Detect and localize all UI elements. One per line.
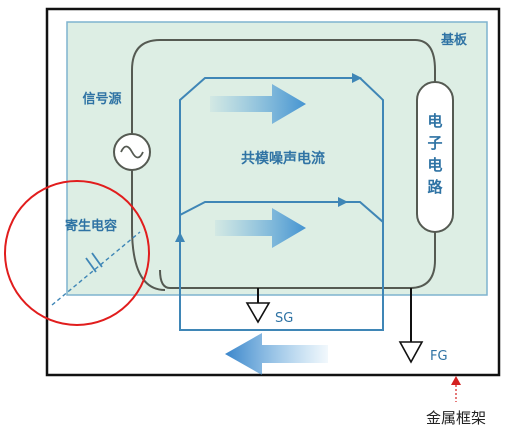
- current-arrowhead-left-up: [175, 232, 185, 242]
- parasitic-capacitance-label: 寄生电容: [65, 218, 117, 234]
- electronic-circuit-label: 电子电路: [427, 112, 443, 196]
- signal-source-label: 信号源: [82, 91, 121, 107]
- cm-current-path-inner: [179, 201, 384, 230]
- capacitor-plate-a: [85, 257, 97, 273]
- metal-frame-label: 金属框架: [426, 409, 486, 427]
- substrate-label: 基板: [440, 32, 468, 48]
- flow-arrow-bottom-return: [225, 333, 328, 375]
- electronic-circuit-block: [416, 81, 454, 233]
- current-arrowhead-middle: [338, 197, 348, 207]
- circuit-loop-left: [131, 39, 166, 291]
- metal-frame-pointer-arrowhead: [451, 376, 461, 385]
- parasitic-path: [51, 231, 141, 306]
- sine-wave-icon: [120, 145, 144, 159]
- sg-ground-symbol: [245, 302, 271, 324]
- fg-ground-symbol: [398, 341, 424, 364]
- parasitic-highlight-circle: [4, 180, 150, 326]
- common-mode-current-label: 共模噪声电流: [241, 150, 325, 167]
- circuit-loop: [159, 39, 436, 289]
- capacitor-plate-b: [91, 252, 103, 268]
- flow-arrow-middle: [215, 208, 306, 248]
- signal-ground-label: SG: [275, 311, 293, 326]
- flow-arrow-top: [210, 84, 306, 124]
- current-arrowhead-top: [352, 73, 362, 83]
- frame-ground-label: FG: [430, 349, 448, 364]
